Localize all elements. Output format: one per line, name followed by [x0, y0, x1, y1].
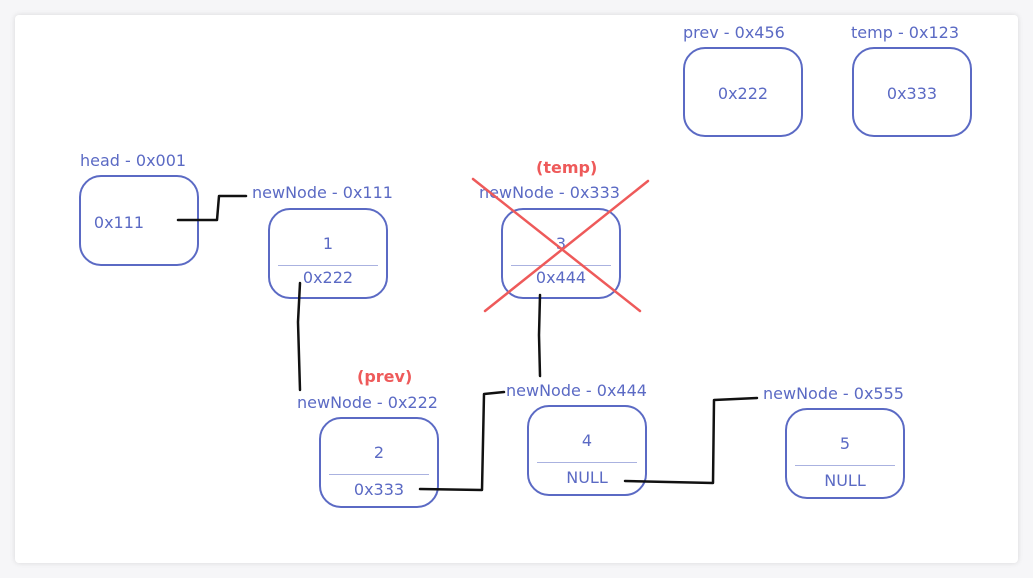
node-4-data: 4 — [581, 431, 593, 450]
node-1-box: 1 0x222 — [268, 208, 388, 299]
node-2-label: newNode - 0x222 — [297, 393, 438, 412]
prev-var-label: prev - 0x456 — [683, 23, 785, 42]
temp-var-label: temp - 0x123 — [851, 23, 959, 42]
head-var-box: 0x111 — [79, 175, 199, 266]
node-5-label: newNode - 0x555 — [763, 384, 904, 403]
node-5-data: 5 — [839, 434, 851, 453]
prev-var-value: 0x222 — [717, 84, 769, 103]
head-var-value: 0x111 — [93, 213, 145, 232]
node-3-box: 3 0x444 — [501, 208, 621, 299]
head-var-label: head - 0x001 — [80, 151, 187, 170]
node-2-box: 2 0x333 — [319, 417, 439, 508]
node-1-label: newNode - 0x111 — [252, 183, 393, 202]
node-5-divider — [795, 465, 895, 466]
node-3-divider — [511, 265, 611, 266]
node-4-divider — [537, 462, 637, 463]
node-2-data: 2 — [373, 443, 385, 462]
node-1-data: 1 — [322, 234, 334, 253]
node-3-tag: (temp) — [536, 158, 598, 177]
node-4-label: newNode - 0x444 — [506, 381, 647, 400]
node-5-next: NULL — [824, 471, 866, 490]
node-2-divider — [329, 474, 429, 475]
node-3-data: 3 — [555, 234, 567, 253]
node-2-tag: (prev) — [357, 367, 413, 386]
node-1-divider — [278, 265, 378, 266]
node-3-next: 0x444 — [535, 268, 587, 287]
prev-var-box: 0x222 — [683, 47, 803, 137]
node-5-box: 5 NULL — [785, 408, 905, 499]
node-2-next: 0x333 — [353, 480, 405, 499]
node-4-box: 4 NULL — [527, 405, 647, 496]
node-1-next: 0x222 — [302, 268, 354, 287]
node-3-label: newNode - 0x333 — [479, 183, 620, 202]
temp-var-box: 0x333 — [852, 47, 972, 137]
temp-var-value: 0x333 — [886, 84, 938, 103]
node-4-next: NULL — [566, 468, 608, 487]
